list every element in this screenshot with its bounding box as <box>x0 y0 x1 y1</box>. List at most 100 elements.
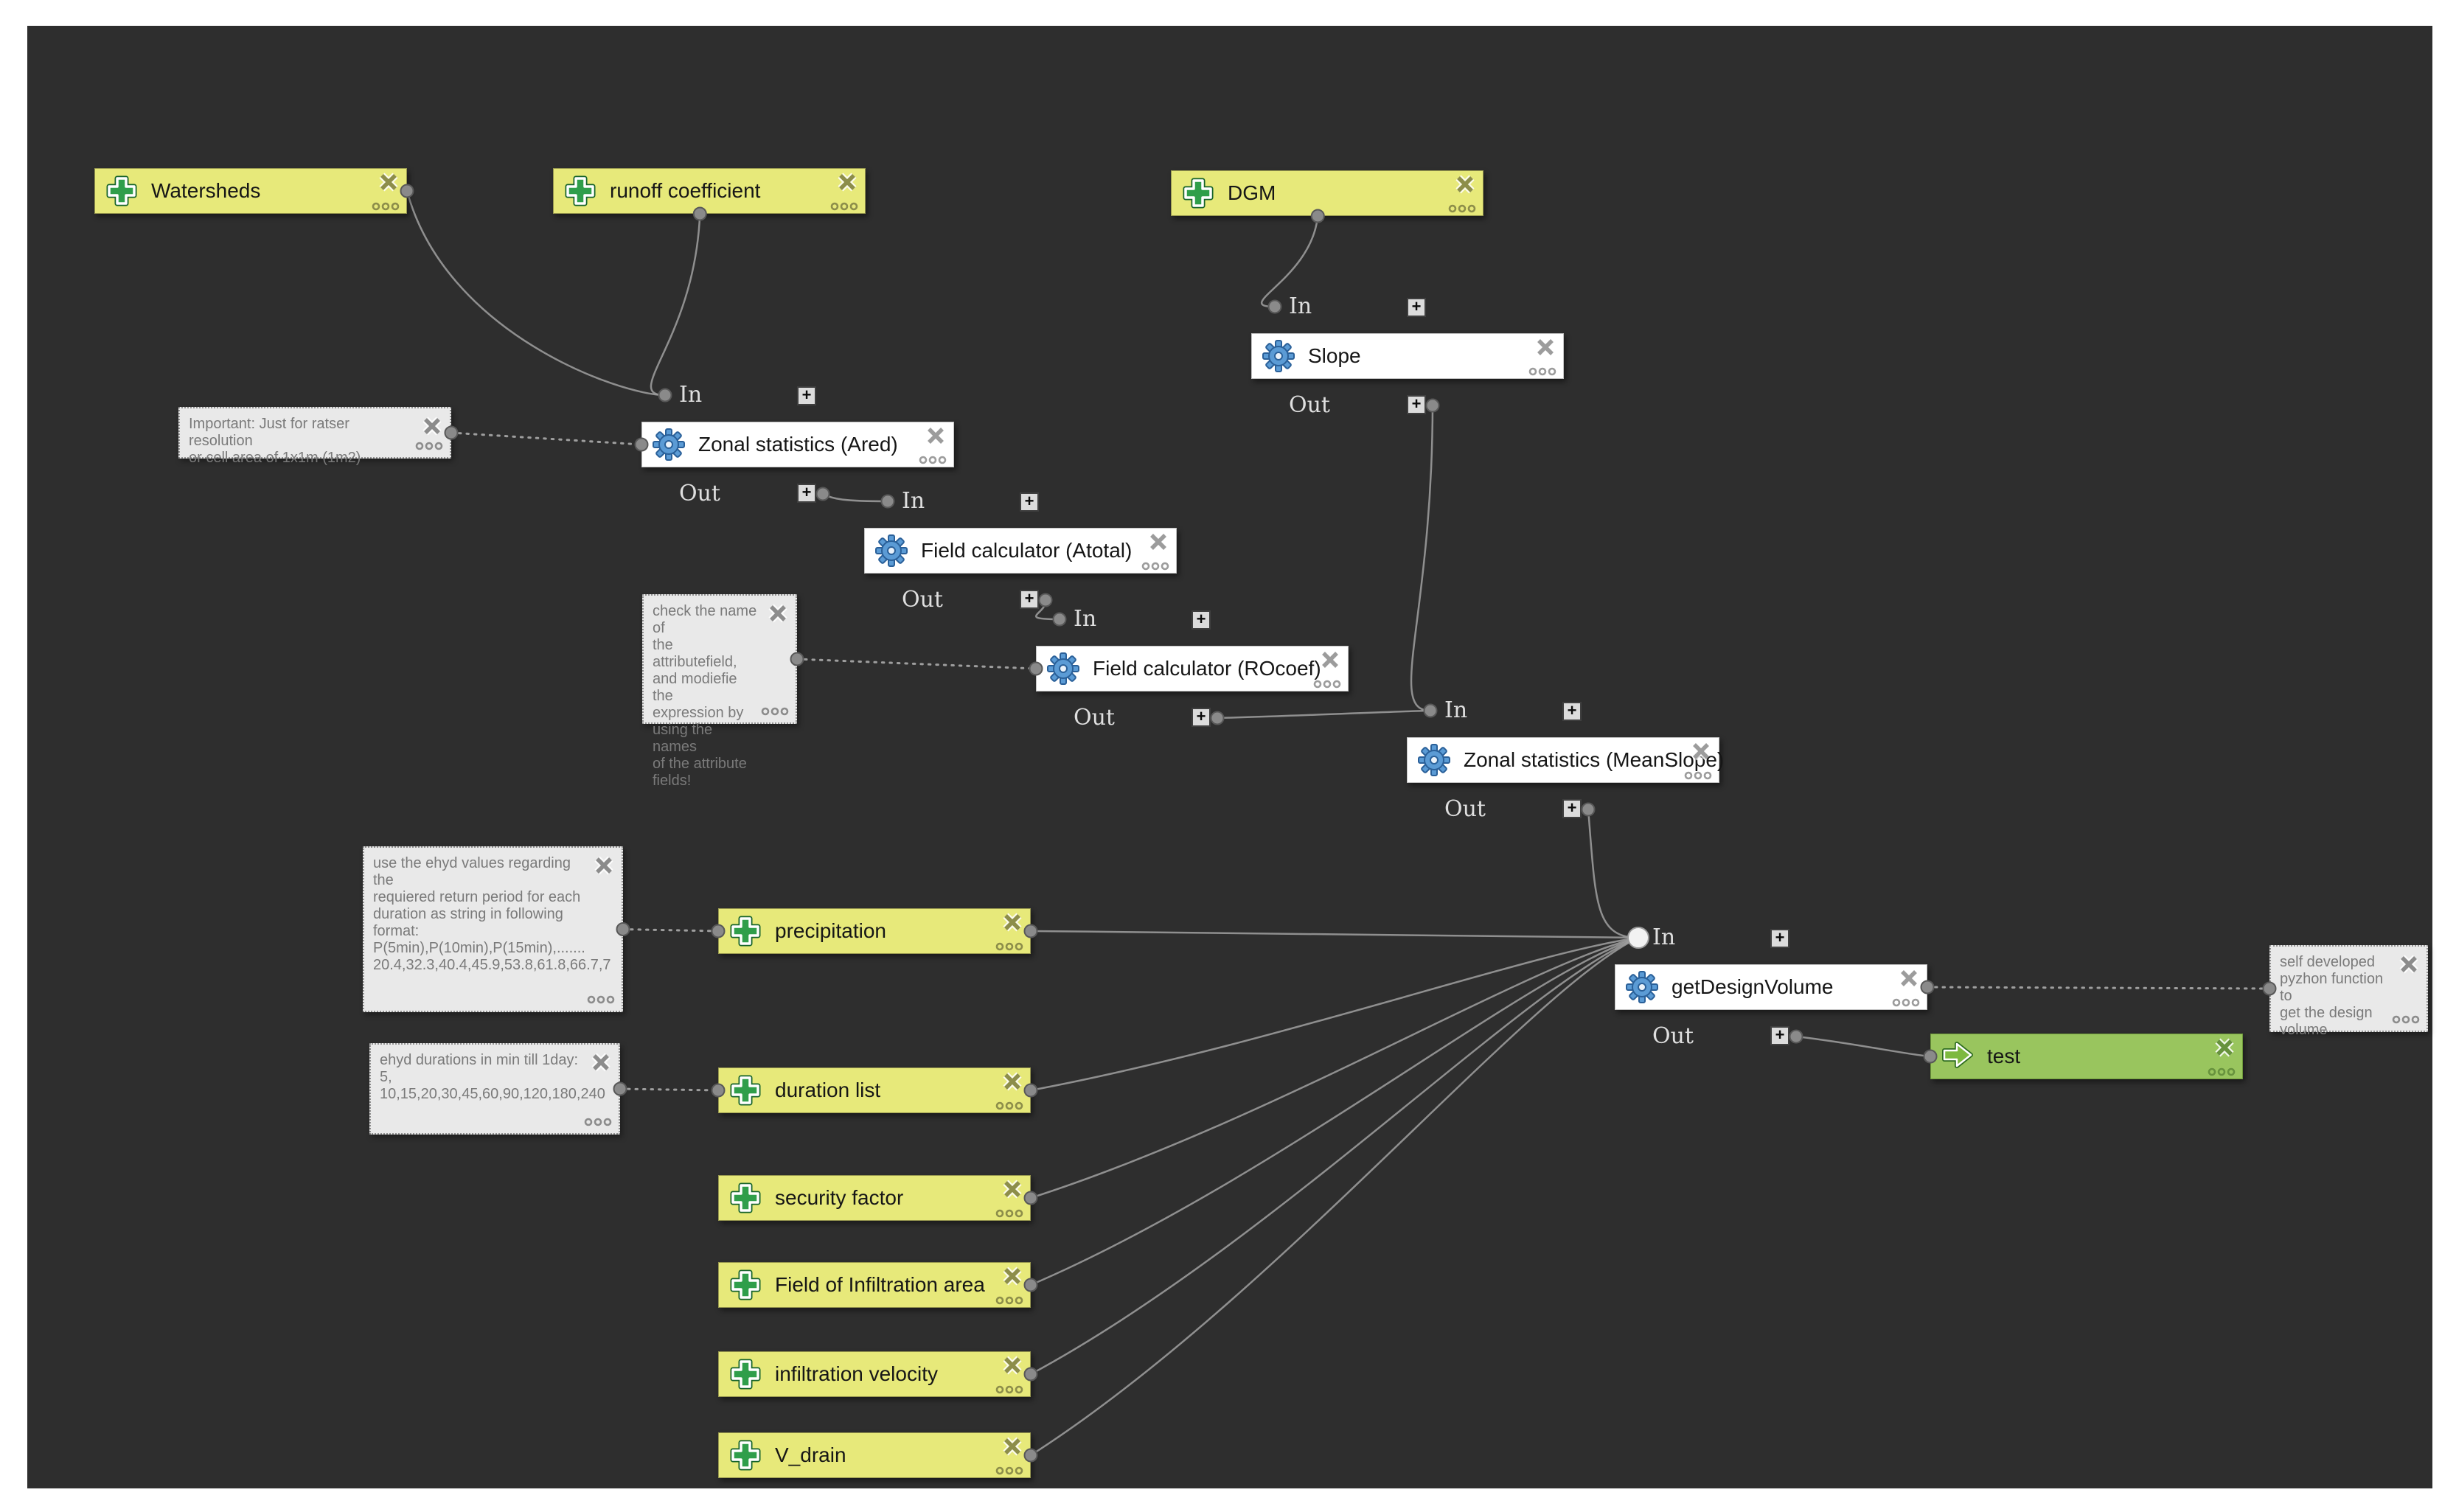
dots-icon[interactable] <box>1528 366 1557 377</box>
node-watersheds[interactable]: Watersheds <box>94 168 407 214</box>
dots-icon[interactable] <box>583 1117 613 1127</box>
x-icon[interactable] <box>924 424 947 447</box>
connection-dot[interactable] <box>616 922 630 936</box>
node-atotal[interactable]: Field calculator (Atotal)In+Out+ <box>864 488 1177 613</box>
dots-icon[interactable] <box>371 201 400 212</box>
expand-in-ports-button[interactable]: + <box>1770 929 1789 948</box>
dots-icon[interactable] <box>1683 770 1713 781</box>
expand-out-ports-button[interactable]: + <box>1770 1026 1789 1045</box>
expand-out-ports-button[interactable]: + <box>1407 395 1426 414</box>
expand-in-ports-button[interactable]: + <box>797 386 816 405</box>
expand-out-ports-button[interactable]: + <box>1020 590 1039 609</box>
connection-dot[interactable] <box>444 425 459 440</box>
model-canvas[interactable] <box>27 26 2432 1488</box>
dots-icon[interactable] <box>760 706 790 717</box>
dots-icon[interactable] <box>995 1295 1024 1306</box>
dots-icon[interactable] <box>2391 1014 2421 1025</box>
connection-dot[interactable] <box>658 388 672 403</box>
connection-dot[interactable] <box>1023 924 1038 938</box>
dots-icon[interactable] <box>995 1208 1024 1219</box>
node-ared[interactable]: Zonal statistics (Ared)In+Out+ <box>641 382 954 506</box>
dots-icon[interactable] <box>995 1466 1024 1476</box>
connection-dot[interactable] <box>634 437 649 452</box>
connection-hub-dot[interactable] <box>1627 927 1649 949</box>
node-duration[interactable]: duration list <box>718 1067 1031 1113</box>
comment-c_important[interactable]: Important: Just for ratser resolution or… <box>178 407 451 466</box>
expand-in-ports-button[interactable]: + <box>1407 298 1426 317</box>
dots-icon[interactable] <box>1447 203 1477 214</box>
expand-in-ports-button[interactable]: + <box>1020 492 1039 512</box>
connection-dot[interactable] <box>692 206 707 221</box>
node-runoff[interactable]: runoff coefficient <box>553 168 866 214</box>
x-icon[interactable] <box>835 170 859 194</box>
x-icon[interactable] <box>592 854 616 877</box>
node-test[interactable]: test <box>1930 1034 2243 1079</box>
x-icon[interactable] <box>1147 530 1170 554</box>
connection-dot[interactable] <box>1029 661 1043 676</box>
node-vdrain[interactable]: V_drain <box>718 1432 1031 1478</box>
x-icon[interactable] <box>589 1051 613 1074</box>
x-icon[interactable] <box>377 170 400 194</box>
x-icon[interactable] <box>420 414 444 438</box>
node-precipitation[interactable]: precipitation <box>718 908 1031 954</box>
dots-icon[interactable] <box>1891 997 1921 1008</box>
expand-out-ports-button[interactable]: + <box>797 484 816 503</box>
comment-c_ehydvals[interactable]: use the ehyd values regarding the requie… <box>363 846 623 1012</box>
expand-out-ports-button[interactable]: + <box>1562 799 1582 818</box>
x-icon[interactable] <box>766 602 790 625</box>
connection-dot[interactable] <box>1052 612 1067 627</box>
x-icon[interactable] <box>1001 1070 1024 1093</box>
connection-dot[interactable] <box>711 1083 726 1098</box>
node-infilarea[interactable]: Field of Infiltration area <box>718 1262 1031 1308</box>
x-icon[interactable] <box>1453 173 1477 196</box>
node-security[interactable]: security factor <box>718 1175 1031 1221</box>
connection-dot[interactable] <box>1023 1367 1038 1382</box>
connection-dot[interactable] <box>1310 209 1325 223</box>
x-icon[interactable] <box>1001 1435 1024 1458</box>
x-icon[interactable] <box>1001 1264 1024 1288</box>
connection-dot[interactable] <box>815 487 830 501</box>
dots-icon[interactable] <box>414 441 444 451</box>
dots-icon[interactable] <box>918 455 947 465</box>
connection-dot[interactable] <box>1425 398 1440 413</box>
connection-dot[interactable] <box>613 1081 627 1096</box>
node-meanslope[interactable]: Zonal statistics (MeanSlope)In+Out+ <box>1407 697 1724 822</box>
connection-dot[interactable] <box>1581 802 1596 817</box>
expand-in-ports-button[interactable]: + <box>1192 610 1211 630</box>
connection-dot[interactable] <box>1423 703 1438 718</box>
x-icon[interactable] <box>1001 1177 1024 1201</box>
x-icon[interactable] <box>1001 910 1024 934</box>
dots-icon[interactable] <box>1312 679 1342 689</box>
node-rocoef[interactable]: Field calculator (ROcoef)In+Out+ <box>1036 606 1349 731</box>
dots-icon[interactable] <box>1141 561 1170 571</box>
connection-dot[interactable] <box>880 494 895 509</box>
connection-dot[interactable] <box>1023 1083 1038 1098</box>
dots-icon[interactable] <box>995 941 1024 952</box>
dots-icon[interactable] <box>829 201 859 212</box>
x-icon[interactable] <box>1001 1354 1024 1377</box>
connection-dot[interactable] <box>790 652 804 666</box>
expand-out-ports-button[interactable]: + <box>1192 708 1211 727</box>
connection-dot[interactable] <box>711 924 726 938</box>
connection-dot[interactable] <box>2262 981 2277 996</box>
connection-dot[interactable] <box>1789 1029 1803 1044</box>
comment-c_checkname[interactable]: check the name of the attributefield, an… <box>642 594 797 789</box>
node-infilvel[interactable]: infiltration velocity <box>718 1351 1031 1397</box>
dots-icon[interactable] <box>2207 1067 2236 1077</box>
connection-dot[interactable] <box>1210 711 1225 725</box>
connection-dot[interactable] <box>1923 1049 1938 1064</box>
x-icon[interactable] <box>2397 952 2421 976</box>
x-icon[interactable] <box>1318 648 1342 672</box>
connection-dot[interactable] <box>1023 1191 1038 1205</box>
connection-dot[interactable] <box>400 184 414 198</box>
dots-icon[interactable] <box>995 1384 1024 1395</box>
connection-dot[interactable] <box>1038 593 1053 607</box>
connection-dot[interactable] <box>1023 1448 1038 1463</box>
dots-icon[interactable] <box>995 1101 1024 1111</box>
connection-dot[interactable] <box>1920 980 1935 994</box>
node-dgm[interactable]: DGM <box>1171 170 1483 216</box>
connection-dot[interactable] <box>1023 1278 1038 1292</box>
comment-c_selfdev[interactable]: self developed pyzhon function to get th… <box>2269 945 2428 1038</box>
